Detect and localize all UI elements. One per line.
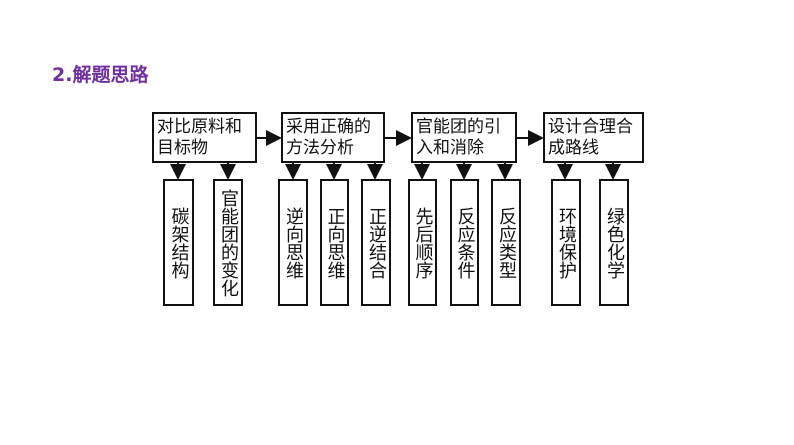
child-carbon-skeleton: 碳架结构 xyxy=(163,179,194,306)
section-title: 2.解题思路 xyxy=(52,64,149,86)
child-group-change: 官能团的变化 xyxy=(213,179,243,306)
step-design-route: 设计合理合成路线 xyxy=(543,112,644,163)
child-reaction-type: 反应类型 xyxy=(491,179,521,306)
child-conditions: 反应条件 xyxy=(450,179,479,306)
step-compare-materials: 对比原料和目标物 xyxy=(152,112,257,163)
child-green-chemistry: 绿色化学 xyxy=(599,179,629,306)
child-combined: 正逆结合 xyxy=(361,179,391,306)
child-environment: 环境保护 xyxy=(551,179,581,306)
step-analysis-method: 采用正确的方法分析 xyxy=(281,112,385,163)
child-forward-thinking: 正向思维 xyxy=(320,179,349,306)
child-reverse-thinking: 逆向思维 xyxy=(278,179,308,306)
child-order: 先后顺序 xyxy=(408,179,437,306)
step-functional-groups: 官能团的引入和消除 xyxy=(411,112,517,163)
